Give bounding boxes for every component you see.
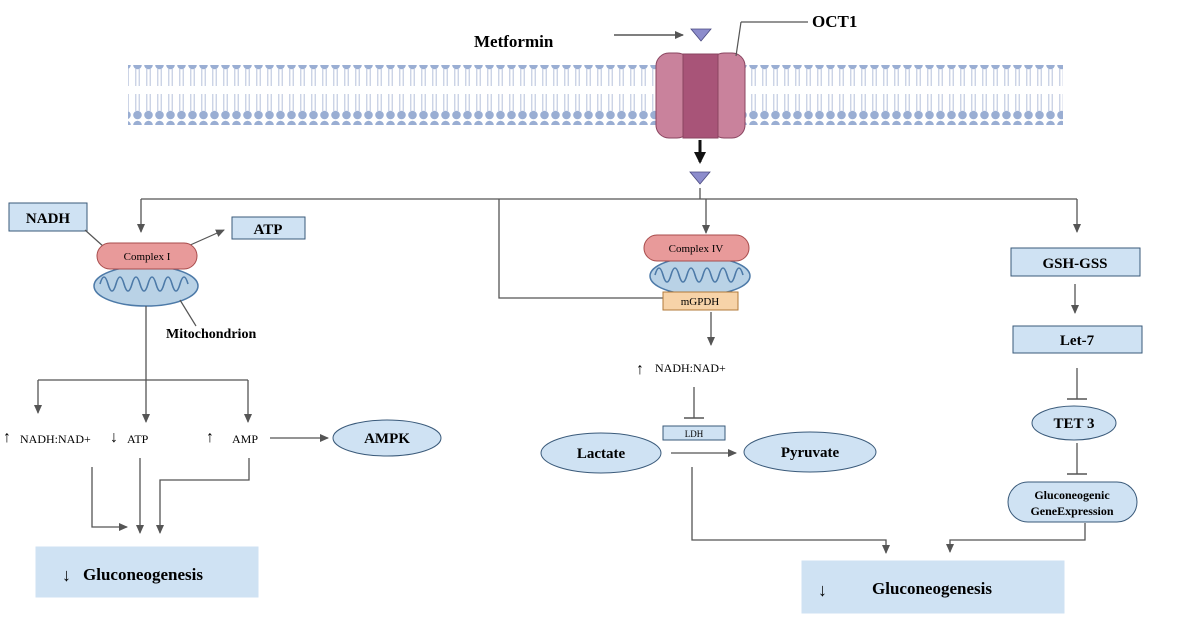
metformin-label: Metformin [474, 32, 554, 51]
complex-iv-box [643, 234, 750, 262]
complex-i-label: Complex I [124, 251, 171, 263]
complex-i-to-atp-arrow [187, 229, 225, 247]
oct1-transporter [655, 52, 746, 139]
gsh-gss-box [1010, 247, 1141, 277]
right-gluconeogenesis-down-arrow: ↓ [818, 580, 827, 600]
branch-to-mgpdh [498, 199, 663, 299]
right-gluconeogenesis-label: Gluconeogenesis [872, 579, 992, 598]
right-gluconeogenesis-box [801, 560, 1065, 614]
gene-expression-line2: GeneExpression [1030, 504, 1113, 518]
mitochondrion-middle [649, 256, 751, 296]
left-gluconeogenesis-down-arrow: ↓ [62, 565, 71, 585]
oct1-leader-line [735, 21, 742, 57]
let7-label: Let-7 [1060, 333, 1095, 349]
ampk-label: AMPK [364, 431, 410, 447]
gene-expression-box [1007, 481, 1138, 523]
mitochondrion-left [93, 265, 199, 307]
genes-to-gluconeogenesis [946, 523, 1086, 553]
metformin-triangle-inside [689, 171, 711, 185]
mitochondrion-leader [179, 299, 197, 327]
nadh-ratio-up-arrow: ↑ [3, 429, 11, 446]
left-gluconeogenesis-box [35, 546, 259, 598]
mid-nadh-ratio-label: NADH:NAD+ [655, 361, 726, 375]
left-gluconeogenesis-label: Gluconeogenesis [83, 565, 203, 584]
atp-label: ATP [254, 222, 283, 238]
pyruvate-to-gluconeogenesis [691, 467, 890, 554]
left-atp-level-label: ATP [127, 432, 149, 446]
cell-membrane [128, 65, 1063, 125]
mgpdh-box [662, 291, 739, 311]
atp-box [231, 216, 306, 240]
tet3-ellipse [1031, 405, 1117, 441]
pyruvate-label: Pyruvate [781, 445, 840, 461]
nadh-connector [84, 229, 105, 248]
metformin-triangle-outside [690, 28, 712, 42]
ldh-box [662, 425, 726, 441]
nadh-box [8, 202, 88, 232]
complex-i-box [96, 242, 198, 270]
mid-nadh-ratio-up-arrow: ↑ [636, 361, 644, 378]
pyruvate-ellipse [743, 431, 877, 473]
complex-iv-label: Complex IV [669, 243, 724, 255]
lactate-ellipse [540, 432, 662, 474]
gene-expression-line1: Gluconeogenic [1034, 488, 1110, 502]
ampk-ellipse [332, 419, 442, 457]
atp-down-arrow: ↓ [110, 429, 118, 446]
ldh-label: LDH [685, 429, 704, 439]
oct1-label: OCT1 [812, 12, 857, 31]
tet3-label: TET 3 [1054, 416, 1095, 432]
let7-box [1012, 325, 1143, 354]
amp-label: AMP [232, 432, 258, 446]
amp-up-arrow: ↑ [206, 429, 214, 446]
gsh-gss-label: GSH-GSS [1042, 256, 1107, 272]
mgpdh-label: mGPDH [681, 296, 720, 308]
left-nadh-ratio-label: NADH:NAD+ [20, 432, 91, 446]
lactate-label: Lactate [577, 446, 626, 462]
nadh-label: NADH [26, 211, 70, 227]
mitochondrion-label: Mitochondrion [166, 327, 256, 342]
